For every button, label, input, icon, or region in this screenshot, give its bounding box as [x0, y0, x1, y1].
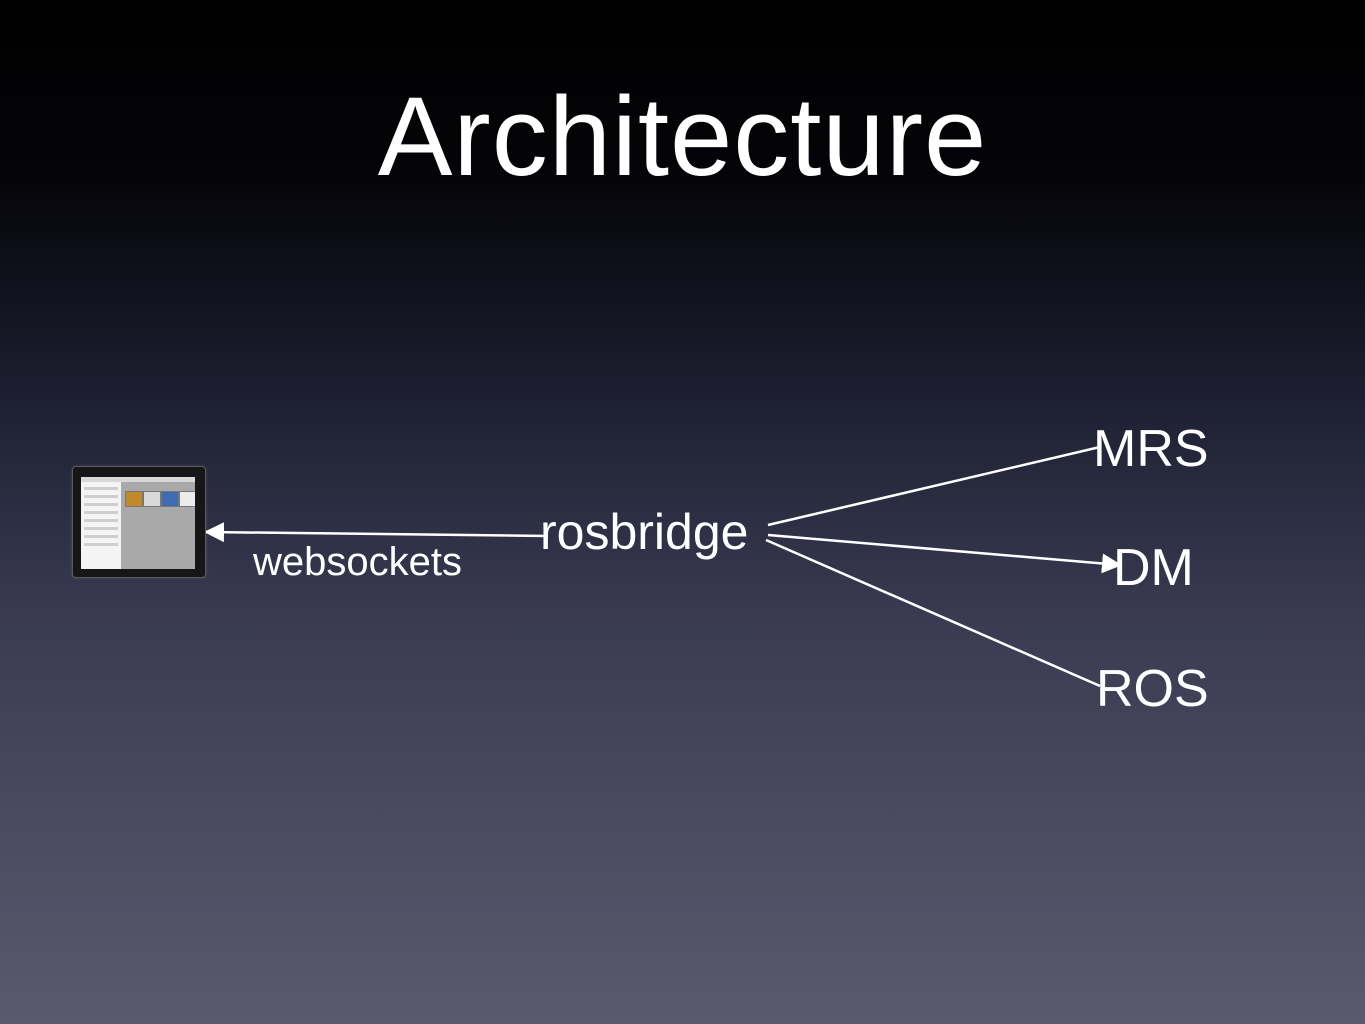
mrs-label: MRS [1093, 420, 1209, 478]
ros-label: ROS [1096, 660, 1209, 718]
tablet-sidebar-row [84, 535, 118, 538]
websockets-arrow [204, 522, 549, 543]
tablet-thumbnail [179, 491, 195, 507]
tablet-thumbnail [125, 491, 143, 507]
ros-connector [765, 538, 1101, 688]
slide-title: Architecture [377, 74, 988, 199]
tablet-sidebar-row [84, 543, 118, 546]
websockets-label: websockets [253, 540, 462, 584]
tablet-sidebar-row [84, 495, 118, 498]
tablet-thumbnail [161, 491, 179, 507]
tablet-sidebar-row [84, 527, 118, 530]
tablet-thumbnail [143, 491, 161, 507]
mrs-connector [767, 445, 1101, 527]
tablet-sidebar-row [84, 503, 118, 506]
tablet-sidebar [81, 482, 121, 569]
dm-label: DM [1113, 539, 1194, 597]
dm-arrow [767, 533, 1122, 574]
tablet-titlebar [81, 477, 195, 482]
tablet-sidebar-row [84, 511, 118, 514]
tablet-app-screenshot-icon [72, 466, 206, 578]
tablet-sidebar-row [84, 487, 118, 490]
tablet-sidebar-row [84, 519, 118, 522]
rosbridge-label: rosbridge [540, 504, 749, 560]
tablet-screen [81, 477, 195, 569]
